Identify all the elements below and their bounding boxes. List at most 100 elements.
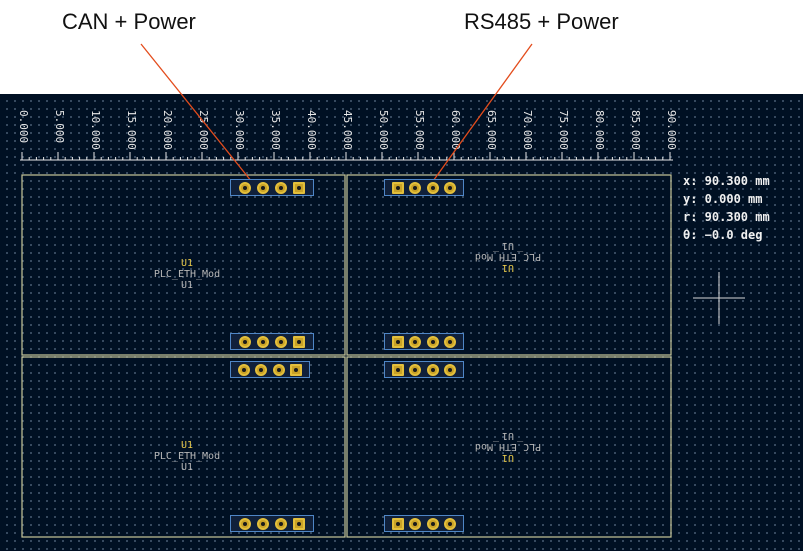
drill-hole-icon [261,339,265,344]
ruler-label-80: 80.000 [593,110,606,150]
square-pad-icon[interactable] [392,517,405,530]
ruler-label-35: 35.000 [269,110,282,150]
pad-icon[interactable] [426,363,439,376]
module-ref-bottom: U1 [501,430,515,441]
pad-icon[interactable] [409,363,422,376]
drill-hole-icon [279,521,283,526]
ruler-label-40: 40.000 [305,110,318,150]
pad-icon[interactable] [239,335,251,348]
ruler-label-30: 30.000 [233,110,246,150]
drill-hole-icon [261,521,265,526]
drill-hole-icon [447,185,452,190]
connector-footprint[interactable] [230,515,314,532]
drill-hole-icon [243,521,247,526]
pad-icon[interactable] [275,517,287,530]
drill-hole-icon [413,339,418,344]
pad-icon[interactable] [443,363,456,376]
ruler-label-85: 85.000 [629,110,642,150]
pad-icon[interactable] [239,181,251,194]
drill-hole-icon [447,339,452,344]
pad-icon[interactable] [257,517,269,530]
connector-footprint[interactable] [230,333,314,350]
cursor-x-readout: x: 90.300 mm [683,174,770,188]
rs485-power-callout: RS485 + Power [464,9,619,34]
drill-hole-icon [396,521,401,526]
drill-hole-icon [447,521,452,526]
can-power-callout: CAN + Power [62,9,196,34]
cursor-theta-readout: θ: −0.0 deg [683,228,763,242]
ruler-label-50: 50.000 [377,110,390,150]
ruler-label-75: 75.000 [557,110,570,150]
ruler-label-90: 90.000 [665,110,678,150]
drill-hole-icon [430,367,435,372]
pad-icon[interactable] [239,517,251,530]
pad-icon[interactable] [409,335,422,348]
connector-footprint[interactable] [384,515,464,532]
module-ref-top: U1 [180,258,194,269]
pad-icon[interactable] [409,517,422,530]
pad-icon[interactable] [443,181,456,194]
connector-footprint[interactable] [384,333,464,350]
connector-footprint[interactable] [230,361,310,378]
can-power-connector[interactable] [230,179,314,196]
ruler-label-0: 0.000 [17,110,30,144]
drill-hole-icon [430,185,435,190]
ruler-label-45: 45.000 [341,110,354,150]
pad-icon[interactable] [275,181,287,194]
square-pad-icon[interactable] [392,363,405,376]
ruler-label-20: 20.000 [161,110,174,150]
module-ref-bottom: U1 [501,240,515,251]
square-pad-icon[interactable] [293,335,305,348]
drill-hole-icon [293,367,298,372]
module-value: PLC_ETH_Mod [153,269,221,280]
pad-icon[interactable] [272,363,285,376]
module-label-bottom-right: U1 PLC_ETH_Mod U1 [463,430,553,463]
drill-hole-icon [396,367,401,372]
rs485-power-connector[interactable] [384,179,464,196]
module-ref-top: U1 [501,452,515,463]
square-pad-icon[interactable] [289,363,302,376]
drill-hole-icon [447,367,452,372]
ruler-label-65: 65.000 [485,110,498,150]
pad-icon[interactable] [409,181,422,194]
cursor-r-readout: r: 90.300 mm [683,210,770,224]
pad-icon[interactable] [426,335,439,348]
square-pad-icon[interactable] [293,181,305,194]
module-ref-bottom: U1 [180,280,194,291]
ruler-label-70: 70.000 [521,110,534,150]
square-pad-icon[interactable] [392,181,405,194]
drill-hole-icon [297,185,301,190]
square-pad-icon[interactable] [293,517,305,530]
pad-icon[interactable] [443,517,456,530]
module-value: PLC_ETH_Mod [474,441,542,452]
ruler-label-60: 60.000 [449,110,462,150]
drill-hole-icon [279,185,283,190]
module-value: PLC_ETH_Mod [153,451,221,462]
pad-icon[interactable] [426,181,439,194]
pad-icon[interactable] [257,335,269,348]
pad-icon[interactable] [238,363,251,376]
drill-hole-icon [297,339,301,344]
pad-icon[interactable] [255,363,268,376]
drill-hole-icon [413,367,418,372]
pcb-canvas[interactable] [0,94,803,551]
connector-footprint[interactable] [384,361,464,378]
pad-icon[interactable] [257,181,269,194]
module-label-bottom-left: U1 PLC_ETH_Mod U1 [142,440,232,473]
ruler-label-55: 55.000 [413,110,426,150]
ruler-label-15: 15.000 [125,110,138,150]
drill-hole-icon [430,339,435,344]
module-label-top-right: U1 PLC_ETH_Mod U1 [463,240,553,273]
pad-icon[interactable] [443,335,456,348]
drill-hole-icon [413,521,418,526]
square-pad-icon[interactable] [392,335,405,348]
pad-icon[interactable] [426,517,439,530]
pad-icon[interactable] [275,335,287,348]
drill-hole-icon [279,339,283,344]
drill-hole-icon [242,367,247,372]
drill-hole-icon [243,185,247,190]
drill-hole-icon [297,521,301,526]
drill-hole-icon [243,339,247,344]
ruler-label-5: 5.000 [53,110,66,144]
drill-hole-icon [276,367,281,372]
